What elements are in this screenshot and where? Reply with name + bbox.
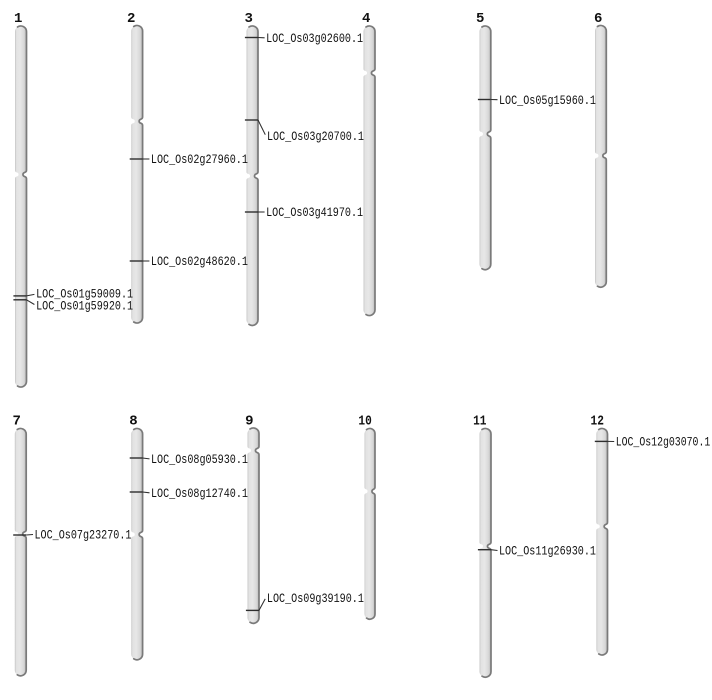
svg-text:10: 10 xyxy=(358,414,371,430)
svg-text:9: 9 xyxy=(245,414,253,430)
svg-text:LOC_Os12g03070.1: LOC_Os12g03070.1 xyxy=(616,436,711,450)
svg-text:7: 7 xyxy=(12,414,20,430)
svg-text:LOC_Os09g39190.1: LOC_Os09g39190.1 xyxy=(267,592,364,606)
svg-text:LOC_Os05g15960.1: LOC_Os05g15960.1 xyxy=(499,94,596,108)
svg-text:LOC_Os08g12740.1: LOC_Os08g12740.1 xyxy=(151,487,248,501)
svg-text:6: 6 xyxy=(594,11,602,27)
svg-text:1: 1 xyxy=(14,11,22,27)
svg-text:12: 12 xyxy=(591,414,604,430)
svg-text:LOC_Os03g02600.1: LOC_Os03g02600.1 xyxy=(266,32,363,46)
svg-text:LOC_Os07g23270.1: LOC_Os07g23270.1 xyxy=(35,529,132,543)
svg-text:LOC_Os02g27960.1: LOC_Os02g27960.1 xyxy=(151,153,248,167)
svg-text:LOC_Os02g48620.1: LOC_Os02g48620.1 xyxy=(151,255,248,269)
svg-text:LOC_Os08g05930.1: LOC_Os08g05930.1 xyxy=(151,453,248,467)
svg-text:3: 3 xyxy=(244,11,252,27)
svg-text:LOC_Os01g59009.1: LOC_Os01g59009.1 xyxy=(36,288,133,302)
svg-text:2: 2 xyxy=(127,11,135,27)
svg-text:LOC_Os11g26930.1: LOC_Os11g26930.1 xyxy=(499,545,596,559)
svg-text:8: 8 xyxy=(129,414,137,430)
svg-text:LOC_Os03g41970.1: LOC_Os03g41970.1 xyxy=(266,206,363,220)
svg-text:5: 5 xyxy=(476,11,484,27)
svg-text:4: 4 xyxy=(362,11,370,27)
svg-text:11: 11 xyxy=(473,414,486,430)
svg-text:LOC_Os03g20700.1: LOC_Os03g20700.1 xyxy=(267,130,364,144)
svg-text:LOC_Os01g59920.1: LOC_Os01g59920.1 xyxy=(36,300,133,314)
